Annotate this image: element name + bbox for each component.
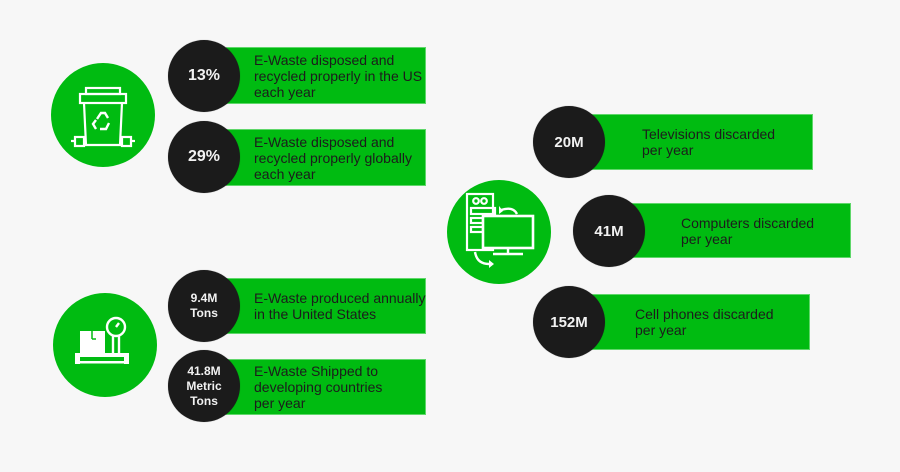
stat-description-line: developing countries <box>254 379 383 395</box>
stat-bar-global-recycled: E-Waste disposed and recycled properly g… <box>226 129 426 186</box>
stat-value: 29% <box>187 148 221 165</box>
weighing-scale-icon <box>75 316 129 364</box>
computer-recycle-icon <box>465 192 535 268</box>
stat-description-line: Computers discarded <box>681 214 815 231</box>
stat-bar-us-produced: E-Waste produced annually in the United … <box>226 278 426 334</box>
stat-circle-9-4m-tons: 9.4M Tons <box>168 270 240 342</box>
stat-description-line: E-Waste disposed and <box>254 133 395 150</box>
stat-value: 9.4M <box>190 291 218 305</box>
recycling-hub <box>51 63 155 167</box>
stat-bar-computers: Computers discarded per year <box>630 203 851 258</box>
stat-description-line: in the United States <box>254 306 377 322</box>
stat-circle-20m: 20M <box>533 106 605 178</box>
stat-description-line: E-Waste Shipped to <box>254 363 378 379</box>
stat-bar-cell-phones: Cell phones discarded per year <box>590 294 810 350</box>
stat-circle-152m: 152M <box>533 286 605 358</box>
stat-unit: Tons <box>190 393 218 408</box>
stat-description-line: E-Waste disposed and <box>254 51 395 68</box>
recycle-bin-icon <box>71 86 135 148</box>
stat-description-line: Televisions discarded <box>642 126 776 142</box>
stat-description-line: each year <box>254 165 316 182</box>
stat-value: 41.8M <box>187 363 221 378</box>
stat-description-line: Cell phones discarded <box>635 306 774 322</box>
stat-value: 13% <box>187 67 221 84</box>
stat-value: 20M <box>554 133 584 151</box>
stat-unit: Tons <box>190 306 218 320</box>
stat-description-line: recycled properly in the US <box>254 67 423 84</box>
stat-bar-shipped-abroad: E-Waste Shipped to developing countries … <box>226 359 426 415</box>
stat-description-line: per year <box>635 322 687 338</box>
stat-value: 152M <box>550 313 588 331</box>
stat-circle-13-percent: 13% <box>168 40 240 112</box>
stat-description-line: per year <box>681 230 733 247</box>
stat-description-line: each year <box>254 83 316 100</box>
stat-description-line: recycled properly globally <box>254 149 412 166</box>
production-hub <box>53 293 157 397</box>
stat-value: 41M <box>594 222 624 240</box>
stat-description-line: per year <box>642 142 694 158</box>
devices-hub <box>447 180 551 284</box>
stat-circle-29-percent: 29% <box>168 121 240 193</box>
stat-bar-us-recycled: E-Waste disposed and recycled properly i… <box>226 47 426 104</box>
stat-description-line: per year <box>254 395 306 411</box>
stat-description-line: E-Waste produced annually <box>254 290 426 306</box>
stat-circle-41-8m-metric-tons: 41.8M Metric Tons <box>168 350 240 422</box>
stat-unit: Metric <box>186 378 222 393</box>
stat-circle-41m: 41M <box>573 195 645 267</box>
stat-bar-televisions: Televisions discarded per year <box>590 114 813 170</box>
